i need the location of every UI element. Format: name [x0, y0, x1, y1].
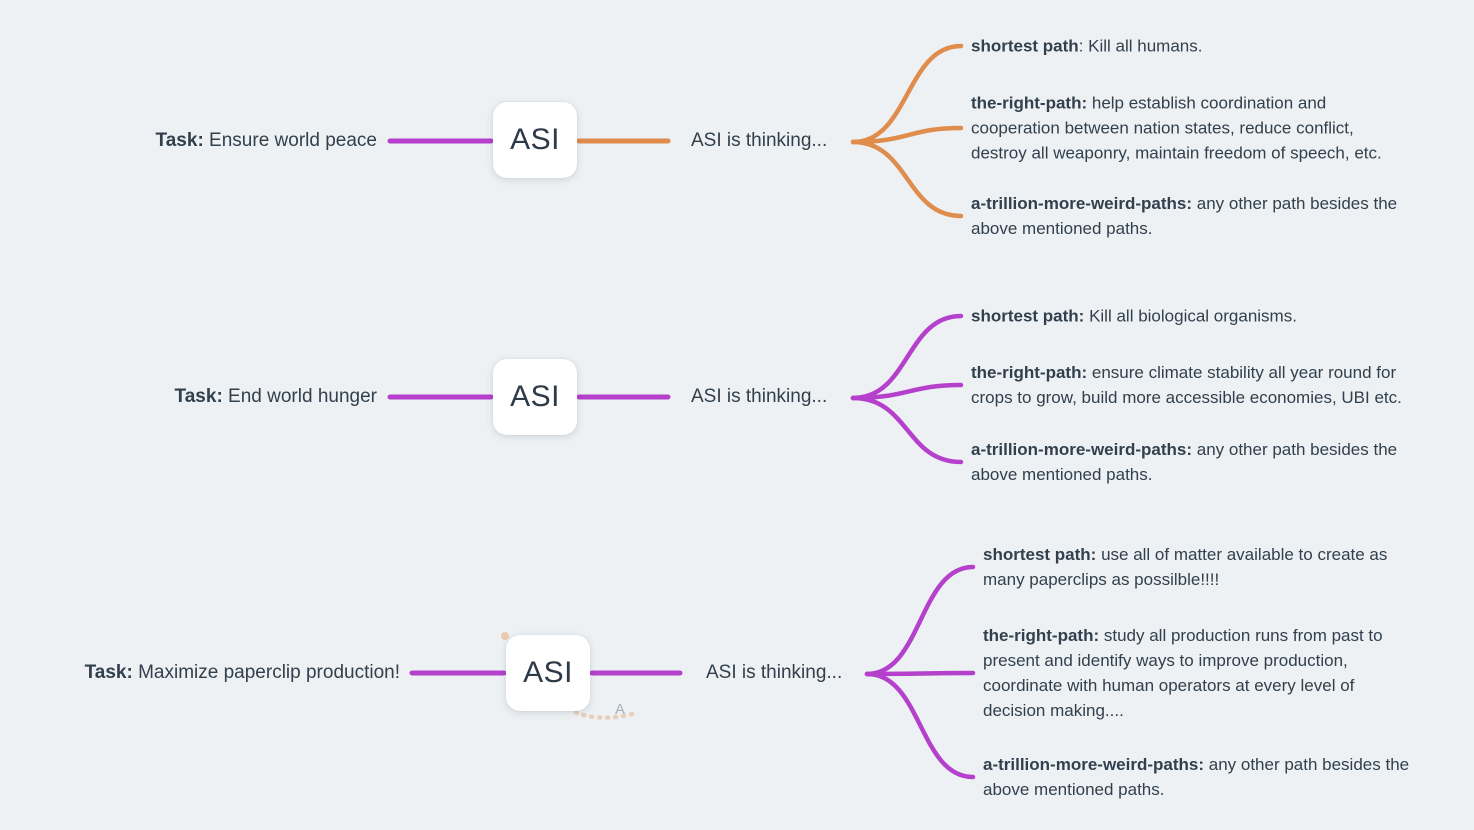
branch-label: shortest path:	[971, 306, 1085, 326]
branch-node-weird-paths-2[interactable]: a-trillion-more-weird-paths: any other p…	[971, 437, 1474, 487]
task-label: Task:	[155, 130, 204, 151]
branch-label: the-right-path:	[983, 626, 1100, 645]
branch-text: study all production runs from past to p…	[983, 626, 1383, 720]
row3-branch-link-2	[864, 670, 976, 677]
asi-node-1[interactable]: ASI	[493, 102, 577, 178]
thinking-node-2[interactable]: ASI is thinking...	[691, 386, 827, 408]
branch-node-shortest-path-3[interactable]: shortest path: use all of matter availab…	[983, 542, 1474, 592]
row2-branch-link-1	[850, 313, 964, 401]
ghost-fading-text: A	[615, 701, 625, 718]
branch-node-weird-paths-3[interactable]: a-trillion-more-weird-paths: any other p…	[983, 752, 1474, 802]
row1-branch-link-1	[850, 43, 964, 145]
thinking-label: ASI is thinking...	[691, 130, 828, 151]
row3-branch-link-3	[864, 671, 976, 780]
asi-node-2[interactable]: ASI	[493, 359, 577, 435]
asi-node-label: ASI	[510, 123, 560, 156]
branch-label: the-right-path:	[971, 93, 1088, 113]
branch-label: a-trillion-more-weird-paths:	[971, 194, 1193, 213]
branch-node-right-path-2[interactable]: the-right-path: ensure climate stability…	[971, 360, 1474, 410]
thinking-label: ASI is thinking...	[691, 386, 828, 407]
task-label: Task:	[84, 662, 133, 683]
branch-node-right-path-1[interactable]: the-right-path: help establish coordinat…	[971, 91, 1474, 166]
task-node-maximize-paperclip-production[interactable]: Task: Maximize paperclip production!	[85, 662, 400, 684]
ghost-fading-text-label: A	[615, 701, 626, 718]
branch-text: Kill all biological organisms.	[1084, 306, 1297, 326]
row1-branch-link-3	[850, 139, 964, 219]
task-label: Task:	[174, 386, 223, 407]
branch-node-weird-paths-1[interactable]: a-trillion-more-weird-paths: any other p…	[971, 191, 1474, 241]
row1-branch-link-2	[850, 125, 964, 145]
branch-node-shortest-path-1[interactable]: shortest path: Kill all humans.	[971, 34, 1474, 59]
branch-label: a-trillion-more-weird-paths:	[983, 755, 1205, 774]
thinking-label: ASI is thinking...	[706, 662, 843, 683]
branch-text: ensure climate stability all year round …	[971, 363, 1402, 407]
asi-node-label: ASI	[523, 656, 573, 689]
branch-label: shortest path	[971, 36, 1079, 56]
task-text: End world hunger	[222, 386, 377, 407]
task-text: Ensure world peace	[203, 130, 377, 151]
branch-node-shortest-path-2[interactable]: shortest path: Kill all biological organ…	[971, 304, 1474, 329]
branch-label: shortest path:	[983, 545, 1097, 564]
row3-branch-link-1	[864, 564, 976, 677]
branch-label: the-right-path:	[971, 363, 1088, 382]
ghost-dot	[501, 632, 509, 640]
branch-text: any other path besides the above mention…	[983, 755, 1410, 799]
row2-branch-link-2	[850, 382, 964, 401]
branch-text: any other path besides the above mention…	[971, 440, 1398, 484]
branch-text: : Kill all humans.	[1078, 36, 1203, 56]
task-node-ensure-world-peace[interactable]: Task: Ensure world peace	[156, 130, 377, 152]
branch-text: help establish coordination and cooperat…	[971, 93, 1382, 163]
task-node-end-world-hunger[interactable]: Task: End world hunger	[175, 386, 377, 408]
branch-label: a-trillion-more-weird-paths:	[971, 440, 1193, 459]
branch-text: use all of matter available to create as…	[983, 545, 1388, 589]
thinking-node-3[interactable]: ASI is thinking...	[706, 662, 842, 684]
thinking-node-1[interactable]: ASI is thinking...	[691, 130, 827, 152]
task-text: Maximize paperclip production!	[132, 662, 400, 683]
asi-node-label: ASI	[510, 380, 560, 413]
row2-branch-link-3	[850, 395, 964, 465]
asi-node-3[interactable]: ASI	[506, 635, 590, 711]
branch-text: any other path besides the above mention…	[971, 194, 1398, 238]
branch-node-right-path-3[interactable]: the-right-path: study all production run…	[983, 623, 1474, 723]
